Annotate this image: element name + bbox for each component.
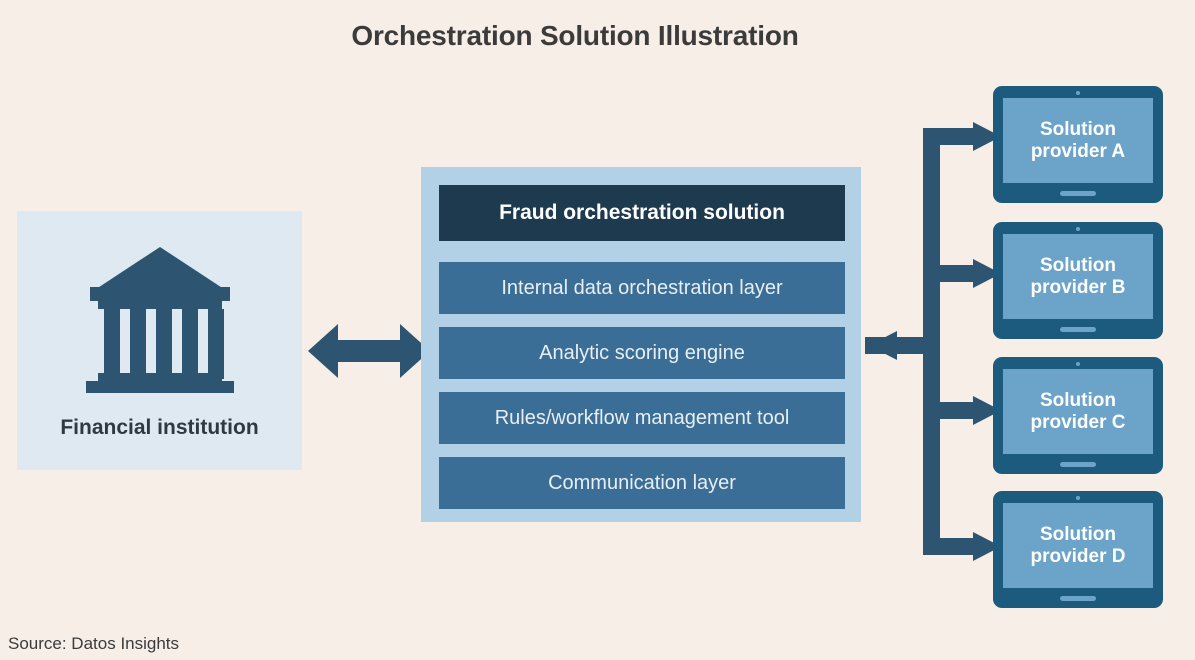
solution-provider-a-label: Solution provider A: [1003, 98, 1153, 183]
fraud-orchestration-panel: Fraud orchestration solution Internal da…: [421, 167, 861, 522]
solution-provider-b-tablet[interactable]: Solution provider B: [993, 222, 1163, 339]
solution-provider-d-tablet[interactable]: Solution provider D: [993, 491, 1163, 608]
layer-rules-workflow-management[interactable]: Rules/workflow management tool: [439, 392, 845, 444]
page-title: Orchestration Solution Illustration: [351, 20, 799, 51]
double-headed-arrow-icon: [308, 320, 430, 382]
solution-provider-c-tablet[interactable]: Solution provider C: [993, 357, 1163, 474]
panel-header: Fraud orchestration solution: [439, 185, 845, 241]
layer-analytic-scoring-engine[interactable]: Analytic scoring engine: [439, 327, 845, 379]
solution-provider-b-label: Solution provider B: [1003, 234, 1153, 319]
tablet-camera-icon: [1076, 227, 1080, 231]
tablet-home-bar-icon: [1060, 191, 1096, 196]
layer-communication[interactable]: Communication layer: [439, 457, 845, 509]
solution-provider-a-tablet[interactable]: Solution provider A: [993, 86, 1163, 203]
solution-provider-c-label: Solution provider C: [1003, 369, 1153, 454]
bank-icon: [82, 243, 238, 395]
tablet-home-bar-icon: [1060, 327, 1096, 332]
solution-provider-d-label: Solution provider D: [1003, 503, 1153, 588]
branching-arrow-tree-icon: [855, 95, 1020, 575]
tablet-camera-icon: [1076, 362, 1080, 366]
source-caption: Source: Datos Insights: [8, 634, 180, 653]
tablet-camera-icon: [1076, 496, 1080, 500]
tablet-camera-icon: [1076, 91, 1080, 95]
layer-internal-data-orchestration[interactable]: Internal data orchestration layer: [439, 262, 845, 314]
financial-institution-box: Financial institution: [17, 211, 302, 470]
tablet-home-bar-icon: [1060, 462, 1096, 467]
tablet-home-bar-icon: [1060, 596, 1096, 601]
financial-institution-label: Financial institution: [60, 416, 259, 439]
